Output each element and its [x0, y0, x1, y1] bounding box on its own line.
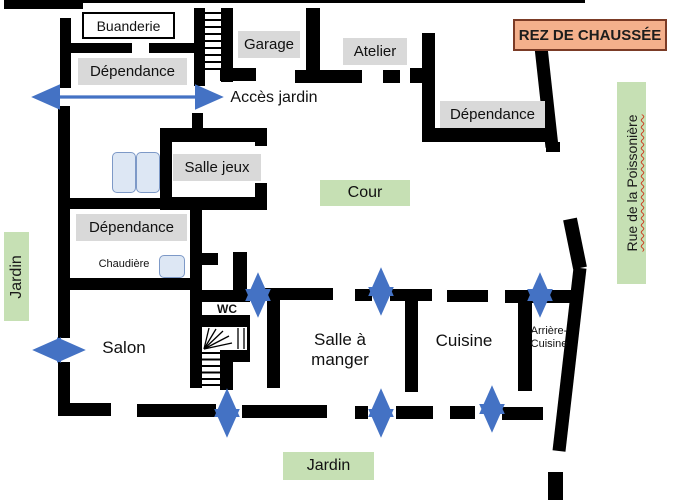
room-label-buanderie: Buanderie: [82, 12, 175, 39]
floor-title-banner: REZ DE CHAUSSÉE: [513, 19, 667, 51]
wall: [405, 300, 418, 392]
radiator-icon: [136, 152, 160, 193]
wall: [306, 8, 320, 83]
wall: [190, 210, 202, 388]
wall: [546, 142, 560, 152]
street-label: Rue de la Poissonière: [617, 82, 646, 284]
wall: [355, 289, 372, 301]
radiator-icon: [112, 152, 136, 193]
wall: [242, 405, 327, 418]
wall: [396, 406, 433, 419]
wall: [265, 288, 333, 300]
wall: [518, 303, 532, 391]
room-label-atelier: Atelier: [343, 38, 407, 65]
wall: [160, 128, 267, 142]
wall: [71, 43, 132, 53]
wall: [202, 253, 218, 265]
wall: [383, 70, 400, 83]
boiler-icon: [159, 255, 185, 278]
wall: [202, 290, 250, 302]
area-label-jardin-left: Jardin: [4, 232, 29, 321]
wall: [58, 106, 70, 338]
wall: [390, 289, 432, 301]
wall-slanted: [563, 217, 587, 270]
room-label-dependance-top: Dépendance: [78, 58, 187, 85]
wall: [160, 128, 172, 210]
room-label-salle-a-manger: Salle à manger: [311, 330, 369, 369]
wall: [4, 1, 83, 9]
wall: [450, 406, 475, 419]
wall: [4, 0, 585, 3]
wall: [267, 288, 280, 388]
room-label-cuisine: Cuisine: [435, 331, 493, 350]
staircase-bottom-lower-run: [202, 352, 220, 385]
room-label-wc: WC: [217, 301, 237, 316]
wall: [220, 350, 233, 390]
wall: [502, 407, 543, 420]
wall: [221, 8, 233, 82]
room-label-arriere-cuisine: Arrière-Cuisine: [530, 324, 568, 350]
wall: [202, 384, 231, 386]
floor-title: REZ DE CHAUSSÉE: [518, 26, 662, 44]
wall: [149, 43, 197, 53]
room-label-garage: Garage: [238, 31, 300, 58]
wall: [255, 128, 267, 146]
wall: [58, 403, 111, 416]
wall: [58, 278, 193, 290]
wall: [548, 472, 563, 500]
staircase-top: [205, 12, 221, 72]
wall: [295, 70, 362, 83]
wall: [200, 315, 250, 327]
wall: [447, 290, 488, 302]
wall: [58, 362, 70, 412]
area-label-jardin-bottom: Jardin: [283, 452, 374, 480]
staircase-bottom-upper-run: [202, 327, 250, 350]
wall: [422, 33, 435, 142]
wall: [220, 68, 256, 81]
room-label-dependance-right: Dépendance: [440, 101, 545, 128]
room-label-dependance-mid: Dépendance: [76, 214, 187, 241]
wall: [255, 183, 267, 210]
wall: [427, 128, 553, 142]
wall: [233, 252, 247, 295]
wall: [60, 18, 71, 88]
wall: [410, 68, 422, 83]
wall: [137, 404, 216, 417]
access-jardin-label: Accès jardin: [230, 88, 318, 106]
room-label-chaudiere: Chaudière: [98, 258, 150, 270]
wall: [192, 113, 203, 129]
wall: [70, 198, 190, 209]
wall: [194, 8, 205, 86]
wall: [355, 406, 368, 419]
area-label-cour: Cour: [320, 180, 410, 206]
wall: [505, 290, 575, 303]
room-label-salle-jeux: Salle jeux: [173, 154, 261, 181]
room-label-salon: Salon: [102, 338, 146, 357]
